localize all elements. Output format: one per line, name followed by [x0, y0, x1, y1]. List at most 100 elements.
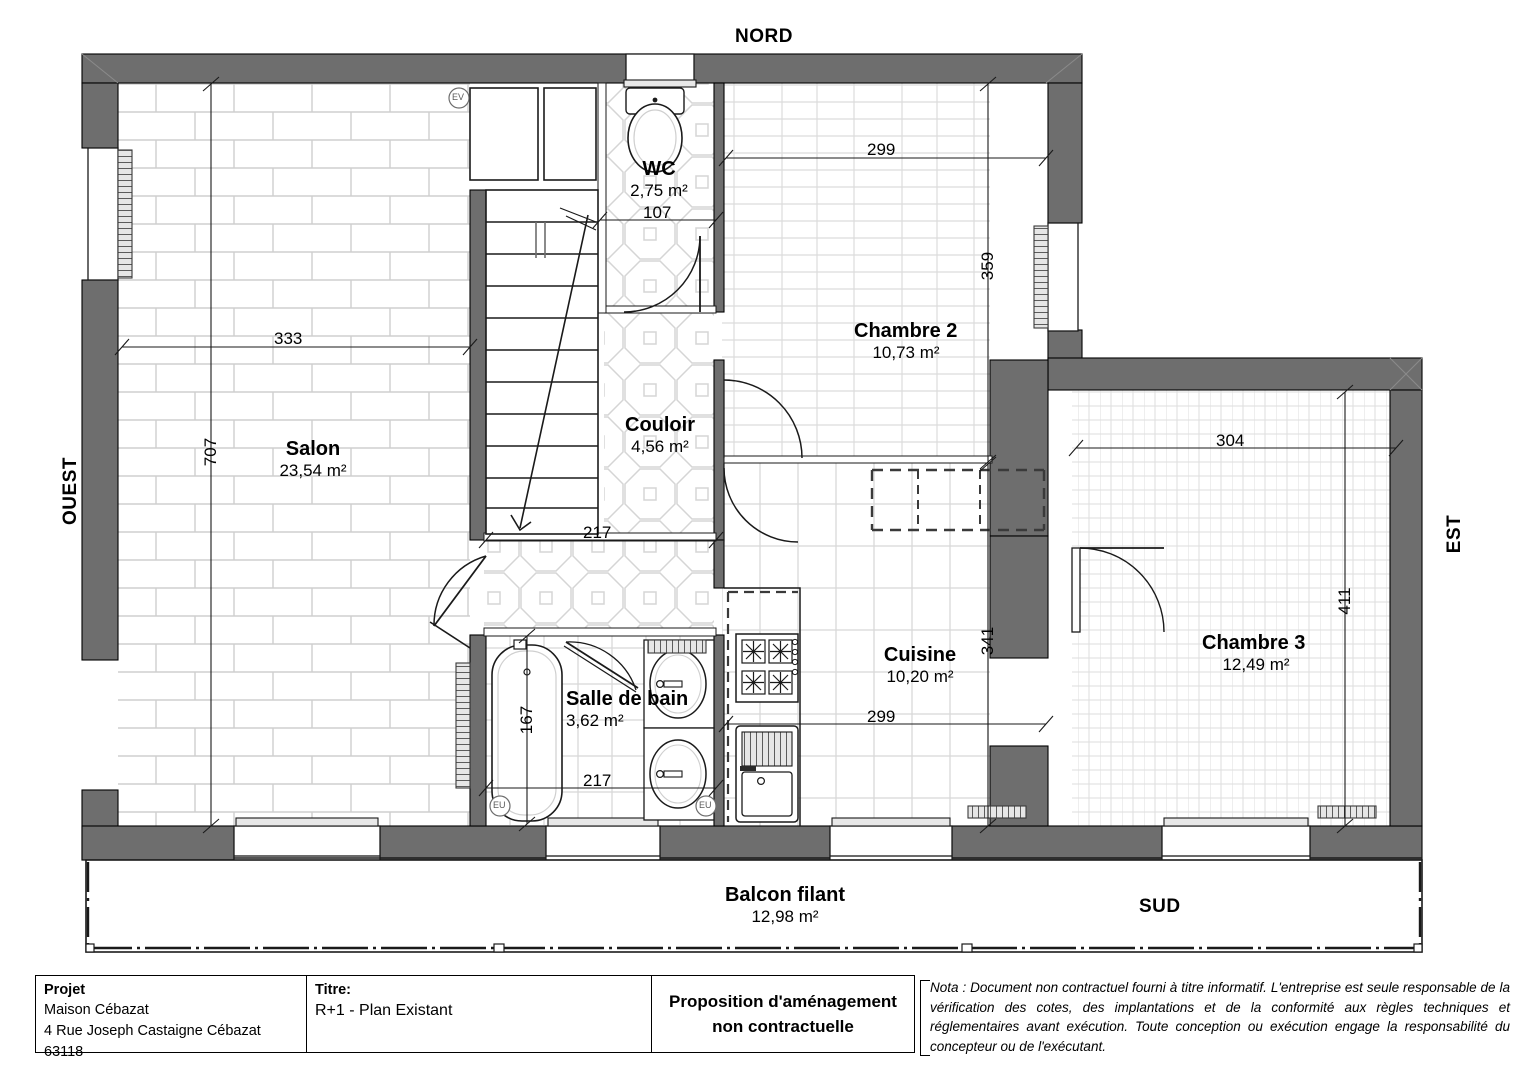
eu-marker-left-circle [489, 795, 511, 817]
room-label-couloir: Couloir 4,56 m² [580, 414, 740, 457]
couloir-floor-lower [484, 540, 714, 635]
room-label-sallebain: Salle de bain 3,62 m² [566, 688, 696, 731]
wall-east-upper [1047, 82, 1083, 224]
wall-east-upper2 [1047, 329, 1083, 361]
room-name-cuisine: Cuisine [883, 644, 957, 666]
wall-south-4 [951, 825, 1163, 861]
room-area-cuisine: 10,20 m² [886, 667, 954, 686]
dim-chambre3-width: 304 [1216, 431, 1245, 450]
eu-marker-right-circle [695, 795, 717, 817]
room-area-sallebain: 3,62 m² [566, 711, 624, 730]
room-name-salon: Salon [285, 438, 341, 460]
window-cuisine-south [829, 805, 1027, 857]
room-name-chambre2: Chambre 2 [854, 320, 958, 342]
dim-cuisine-height: 341 [978, 626, 997, 656]
room-area-chambre2: 10,73 m² [872, 343, 940, 362]
door-wc [623, 235, 701, 313]
dim-wc-width: 107 [643, 203, 672, 222]
wall-south-3 [659, 825, 831, 861]
sink-upper [643, 639, 715, 729]
door-chambre3 [1071, 547, 1165, 633]
doors [429, 235, 803, 693]
room-name-sallebain: Salle de bain [566, 688, 689, 710]
room-name-wc: WC [642, 158, 676, 180]
room-label-chambre3: Chambre 3 12,49 m² [1176, 632, 1336, 675]
balcon-filant [85, 857, 1423, 953]
nota-text: Nota : Document non contractuel fourni à… [930, 980, 1510, 1054]
partition-couloir-south [483, 532, 717, 542]
room-name-couloir: Couloir [625, 414, 695, 436]
titre-value: R+1 - Plan Existant [315, 1002, 453, 1019]
window-chambre2-east [1033, 222, 1079, 332]
dim-sdb-height: 167 [517, 705, 536, 735]
stair-direction-arrow [510, 214, 589, 532]
staircase [469, 87, 599, 535]
fixtures [491, 87, 1046, 826]
radiator-salon-west [455, 662, 471, 789]
window-chambre3-south [1161, 805, 1377, 857]
room-area-couloir: 4,56 m² [631, 437, 689, 456]
wall-mid-east [989, 359, 1049, 537]
counter-dashed-kitchen [726, 590, 798, 822]
eu-marker-right-label: EU [699, 800, 712, 810]
wall-west-2 [81, 279, 119, 661]
sink-lower [643, 727, 715, 821]
wall-annex-east [1389, 389, 1423, 827]
room-label-balcon: Balcon filant 12,98 m² [700, 884, 870, 927]
title-block-proposition-cell: Proposition d'aménagement non contractue… [651, 976, 914, 1052]
window-sdb-south [545, 817, 661, 857]
title-block-title-cell: Titre: R+1 - Plan Existant [306, 976, 651, 1052]
compass-west: OUEST [60, 457, 81, 525]
dim-chambre2-width: 299 [867, 140, 896, 159]
project-name: Maison Cébazat [44, 1002, 149, 1018]
room-label-cuisine: Cuisine 10,20 m² [840, 644, 1000, 687]
project-label: Projet [44, 982, 86, 998]
stove [735, 633, 799, 703]
nota-bracket [920, 980, 930, 1056]
couloir-floor [604, 312, 714, 540]
wall-west-1 [81, 82, 119, 149]
room-area-salon: 23,54 m² [279, 461, 347, 480]
door-chambre2 [723, 379, 803, 459]
room-name-chambre3: Chambre 3 [1202, 632, 1306, 654]
thin-partitions [483, 82, 993, 637]
dim-chambre2-height: 359 [978, 251, 997, 281]
chambre2-floor [722, 82, 990, 462]
floor-fills [118, 82, 1394, 826]
dim-salon-width: 333 [274, 329, 303, 348]
dim-couloir-width: 217 [583, 523, 612, 542]
room-name-balcon: Balcon filant [724, 884, 845, 906]
dim-sdb-width: 217 [583, 771, 612, 790]
wall-wc-east [713, 82, 725, 313]
wall-salon-east-1 [469, 189, 487, 541]
dim-chambre3-height: 411 [1335, 587, 1354, 615]
room-label-chambre2: Chambre 2 10,73 m² [826, 320, 986, 363]
ev-marker-circle [448, 87, 470, 109]
title-block-project-cell: Projet Maison Cébazat 4 Rue Joseph Casta… [36, 976, 306, 1060]
corner-hatches [81, 53, 1423, 391]
door-cuisine [723, 467, 799, 543]
titre-label: Titre: [315, 982, 351, 998]
door-sallebain [563, 641, 639, 693]
window-north-wc [623, 53, 697, 88]
partition-sdb-north [483, 627, 717, 637]
upper-cabinets [870, 468, 1046, 532]
upper-cabinets-divider [917, 470, 981, 530]
walls [81, 53, 1423, 861]
proposition-line2: non contractuelle [712, 1017, 854, 1036]
window-salon-south [233, 817, 381, 857]
towel-radiator [647, 639, 707, 654]
compass-east: EST [1444, 514, 1465, 554]
wall-north [81, 53, 1083, 84]
plumbing-markers [448, 87, 717, 817]
partition-chambre2-south [723, 455, 993, 464]
wall-salon-east-2 [469, 634, 487, 827]
project-address: 4 Rue Joseph Castaigne Cébazat 63118 [44, 1023, 261, 1060]
room-area-wc: 2,75 m² [630, 181, 688, 200]
salon-floor [118, 82, 470, 826]
kitchen-sink [735, 725, 799, 823]
wall-mid-east2 [989, 535, 1049, 659]
compass-south: SUD [1139, 896, 1181, 917]
eu-marker-left-label: EU [493, 800, 506, 810]
